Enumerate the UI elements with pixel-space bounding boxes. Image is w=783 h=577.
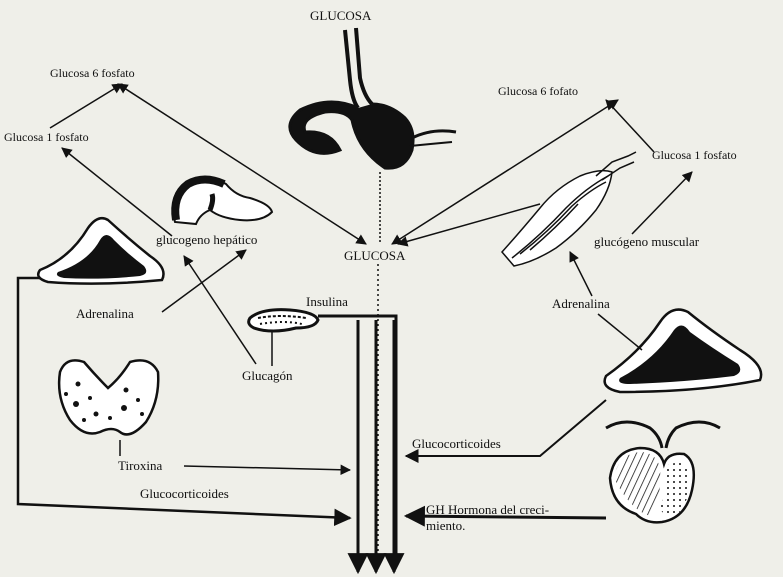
arrow-g1p-left-to-g6p — [50, 84, 122, 128]
label-g6p-right: Glucosa 6 fofato — [498, 84, 578, 99]
arrow-adrenalina-right-to-muscle — [570, 252, 592, 296]
label-glucosa-top: GLUCOSA — [310, 8, 371, 24]
arrow-tiroxina — [184, 466, 350, 470]
label-adrenalina-left: Adrenalina — [76, 306, 134, 322]
liver-icon — [173, 177, 272, 224]
arrow-adrenalina-left-to-glucogeno — [162, 250, 246, 312]
arrow-glucogeno-to-g1p — [62, 148, 172, 236]
label-glucogeno-hepatico: glucogeno hepático — [156, 232, 257, 248]
thyroid-icon — [59, 360, 158, 434]
adrenal-gland-left-icon — [38, 218, 163, 283]
stomach-icon — [290, 28, 456, 168]
label-g6p-left: Glucosa 6 fosfato — [50, 66, 135, 81]
arrow-glucagon-to-glucogeno — [184, 256, 256, 364]
arrows-layer — [18, 84, 692, 572]
pituitary-gland-icon — [606, 422, 720, 522]
arrow-glucogeno-muscular-to-g1p — [632, 172, 692, 234]
label-adrenalina-right: Adrenalina — [552, 296, 610, 312]
label-tiroxina: Tiroxina — [118, 458, 162, 474]
label-glucocorticoides-right: Glucocorticoides — [412, 436, 501, 452]
label-glucosa-center: GLUCOSA — [344, 248, 405, 264]
label-insulina: Insulina — [306, 294, 348, 310]
label-glucocorticoides-bottom: Glucocorticoides — [140, 486, 229, 502]
line-adrenalina-right-to-gland — [598, 314, 642, 350]
label-g1p-right: Glucosa 1 fosfato — [652, 148, 737, 163]
arrow-g1p-right-to-g6p — [606, 100, 654, 152]
label-glucogeno-muscular: glucógeno muscular — [594, 234, 699, 250]
label-gh-hormona: GH Hormona del creci- miento. — [426, 502, 549, 534]
pancreas-icon — [249, 310, 318, 331]
label-g1p-left: Glucosa 1 fosfato — [4, 130, 89, 145]
label-glucagon: Glucagón — [242, 368, 293, 384]
adrenal-gland-right-icon — [605, 310, 762, 392]
